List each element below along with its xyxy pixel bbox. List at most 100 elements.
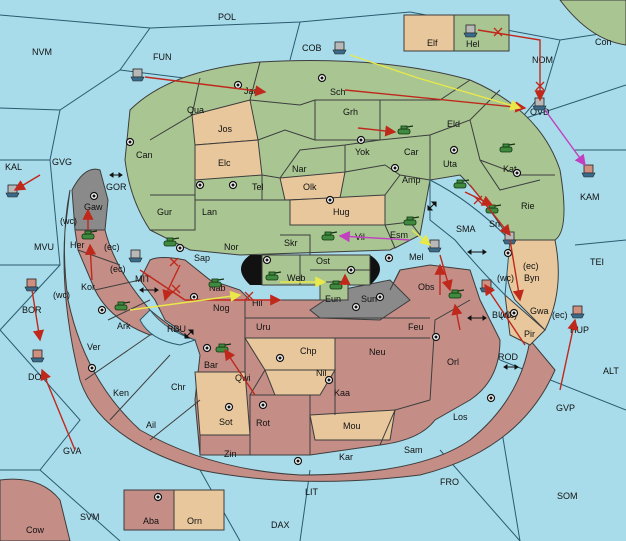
sea-label-sma: SMA bbox=[456, 224, 476, 234]
fleet-icon[interactable] bbox=[128, 249, 143, 263]
territory-orn[interactable] bbox=[173, 489, 225, 531]
land-label-orl: Orl bbox=[447, 357, 459, 367]
fleet-icon[interactable] bbox=[24, 278, 39, 292]
land-label-car: Car bbox=[404, 147, 419, 157]
land-label-hup: HUP bbox=[570, 325, 589, 335]
land-label-mou: Mou bbox=[343, 421, 361, 431]
sea-label-mvu: MVU bbox=[34, 242, 54, 252]
land-label-orn: Orn bbox=[187, 516, 202, 526]
land-label-ark: Ark bbox=[117, 321, 131, 331]
territory-cow[interactable] bbox=[0, 478, 71, 541]
land-label-feu: Feu bbox=[408, 322, 424, 332]
land-label-qwi: Qwi bbox=[235, 373, 251, 383]
fleet-icon[interactable] bbox=[463, 24, 478, 38]
land-label-kar: Kar bbox=[339, 452, 353, 462]
territory-elf[interactable] bbox=[403, 14, 455, 52]
land-label-nil: Nil bbox=[316, 368, 327, 378]
territory-aba[interactable] bbox=[123, 489, 175, 531]
land-label-web: Web bbox=[287, 273, 305, 283]
land-label-lan: Lan bbox=[202, 207, 217, 217]
fleet-icon[interactable] bbox=[130, 68, 145, 82]
land-label-kat: Kat bbox=[503, 164, 517, 174]
sea-label-gvg: GVG bbox=[52, 157, 72, 167]
land-label-esm: Esm bbox=[390, 230, 408, 240]
order-arrows bbox=[13, 29, 586, 451]
land-label-gur: Gur bbox=[157, 207, 172, 217]
land-label-con: Con bbox=[595, 37, 612, 47]
land-label-cow: Cow bbox=[26, 525, 45, 535]
territory-outer-ring[interactable] bbox=[63, 189, 556, 482]
territory-gwa[interactable] bbox=[504, 293, 546, 346]
sea-label-nom: NOM bbox=[532, 55, 553, 65]
land-label-eun: Eun bbox=[325, 294, 341, 304]
land-label-kor: Kor bbox=[81, 282, 95, 292]
sea-label-bor: BOR bbox=[22, 305, 42, 315]
land-label-gwa: Gwa bbox=[530, 306, 549, 316]
land-label-her: Her bbox=[70, 240, 85, 250]
land-label-nar: Nar bbox=[292, 164, 307, 174]
fleet-icon[interactable] bbox=[5, 184, 20, 198]
coast-marker-ec1: (ec) bbox=[104, 242, 120, 252]
land-label-obs: Obs bbox=[418, 282, 435, 292]
land-label-eld: Eld bbox=[447, 119, 460, 129]
sea-label-pol: POL bbox=[218, 12, 236, 22]
sea-label-lit: LIT bbox=[305, 487, 319, 497]
land-label-gaw: Gaw bbox=[84, 202, 103, 212]
territory-mou[interactable] bbox=[309, 409, 396, 441]
sea-label-fro: FRO bbox=[440, 477, 459, 487]
land-label-can: Can bbox=[136, 150, 153, 160]
territory-gaw[interactable] bbox=[71, 168, 109, 231]
land-label-skr: Skr bbox=[284, 238, 298, 248]
land-label-pir: Pir bbox=[524, 329, 535, 339]
land-label-bar: Bar bbox=[204, 360, 218, 370]
land-label-uta: Uta bbox=[443, 159, 457, 169]
fleet-icon[interactable] bbox=[570, 305, 585, 319]
territory-nil[interactable] bbox=[264, 369, 336, 396]
land-label-byn: Byn bbox=[524, 273, 540, 283]
fleet-icon[interactable] bbox=[332, 41, 347, 55]
sea-label-mit: MIT bbox=[135, 274, 151, 284]
channel-markers bbox=[109, 172, 519, 370]
fleet-icon[interactable] bbox=[427, 239, 442, 253]
sea-label-tei: TEI bbox=[590, 257, 604, 267]
sea-label-nvm: NVM bbox=[32, 47, 52, 57]
land-label-chr: Chr bbox=[171, 382, 186, 392]
land-label-sri: Sri bbox=[489, 219, 500, 229]
land-label-nor: Nor bbox=[224, 242, 239, 252]
land-label-nab: Nab bbox=[209, 283, 226, 293]
sea-label-kal: KAL bbox=[5, 162, 22, 172]
land-label-elf: Elf bbox=[427, 38, 438, 48]
sea-label-fun: FUN bbox=[153, 52, 172, 62]
land-label-nog: Nog bbox=[213, 303, 230, 313]
sea-label-buc: BUC bbox=[492, 310, 512, 320]
land-label-aba: Aba bbox=[143, 516, 159, 526]
land-label-ail: Ail bbox=[146, 420, 156, 430]
sea-label-som: SOM bbox=[557, 491, 578, 501]
land-label-jad: Jad bbox=[244, 86, 259, 96]
land-label-jos: Jos bbox=[218, 124, 233, 134]
coast-marker-wc2: (wc) bbox=[53, 290, 70, 300]
land-label-neu: Neu bbox=[369, 347, 386, 357]
land-label-amp: Amp bbox=[402, 175, 421, 185]
coast-marker-ec3: (ec) bbox=[523, 261, 539, 271]
land-label-mel: Mel bbox=[409, 252, 424, 262]
sea-label-svm: SVM bbox=[80, 512, 100, 522]
land-label-sam: Sam bbox=[404, 445, 423, 455]
land-label-sun: Sun bbox=[361, 294, 377, 304]
fleet-icon[interactable] bbox=[30, 349, 45, 363]
land-label-ken: Ken bbox=[113, 388, 129, 398]
land-label-olk: Olk bbox=[303, 182, 317, 192]
land-label-tel: Tel bbox=[252, 182, 264, 192]
sea-label-alt: ALT bbox=[603, 366, 619, 376]
sea-sma bbox=[429, 179, 511, 297]
land-label-hug: Hug bbox=[333, 207, 350, 217]
sea-label-gva: GVA bbox=[63, 446, 81, 456]
land-label-sot: Sot bbox=[219, 417, 233, 427]
land-label-zin: Zin bbox=[224, 449, 237, 459]
fleet-icon[interactable] bbox=[581, 164, 596, 178]
land-label-kaa: Kaa bbox=[334, 388, 350, 398]
sea-label-gvp: GVP bbox=[556, 403, 575, 413]
land-label-chp: Chp bbox=[300, 346, 317, 356]
sea-label-gor: GOR bbox=[106, 182, 127, 192]
